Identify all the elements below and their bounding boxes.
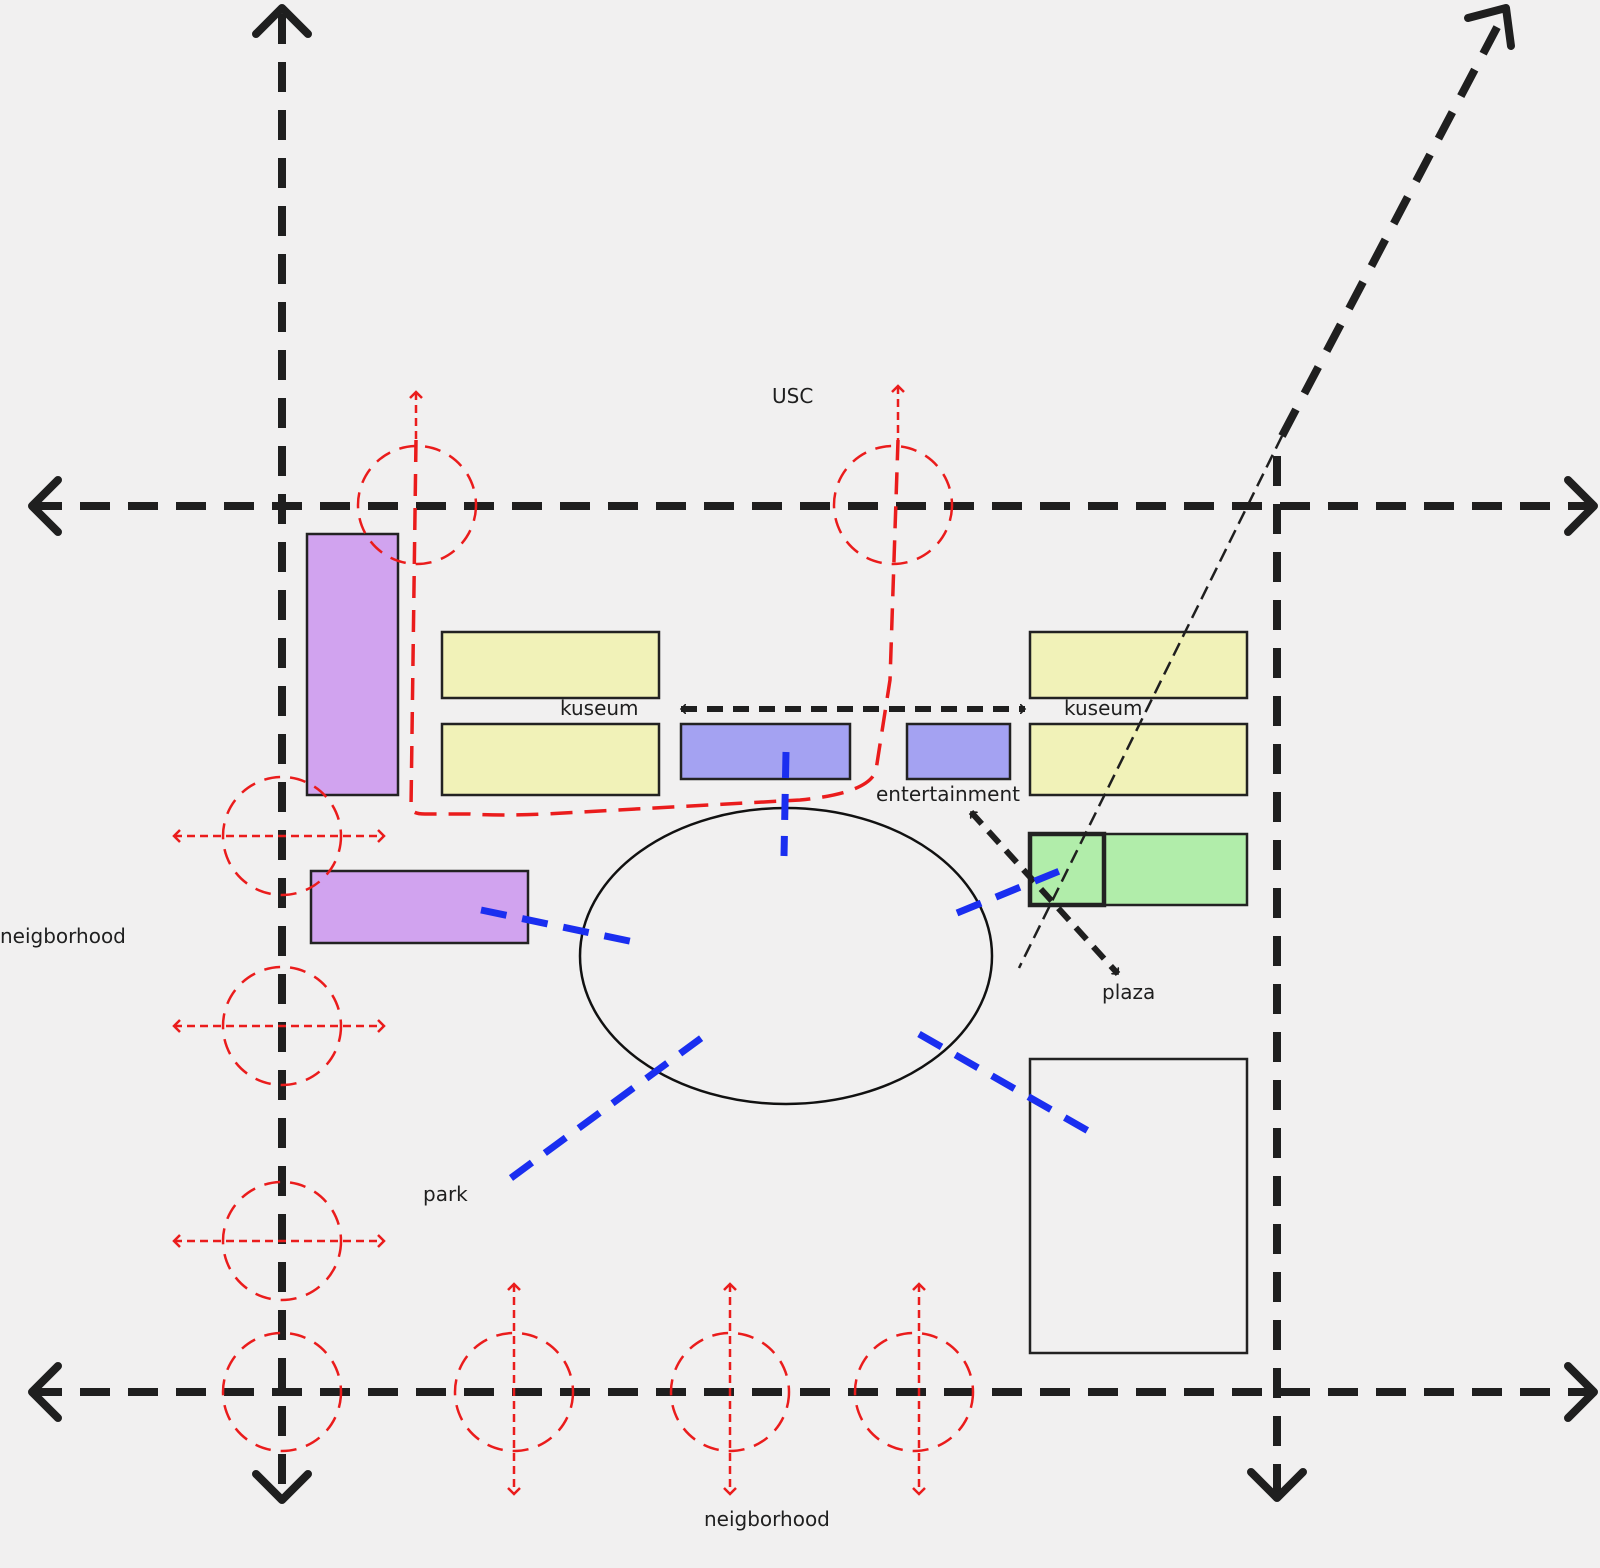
entry-marker-south-3 — [853, 1282, 975, 1496]
entry-marker-west-1 — [172, 775, 386, 897]
entertainment-block-left — [679, 722, 852, 781]
entry-marker-north-left — [356, 390, 478, 566]
labels: USC kuseum kuseum entertainment plaza ne… — [0, 384, 1155, 1531]
kuseum-right-lower-block — [1028, 722, 1249, 797]
label-kuseum-right: kuseum — [1064, 696, 1143, 720]
label-park: park — [423, 1182, 468, 1206]
view-line-southeast — [917, 1030, 1092, 1136]
purple-block-horizontal — [309, 869, 530, 945]
south-axis-arrowhead-left — [28, 1362, 62, 1422]
label-kuseum-left: kuseum — [560, 696, 639, 720]
diagonal-axis-arrowhead — [1464, 4, 1515, 50]
circulation-axes — [28, 4, 1598, 1504]
label-plaza: plaza — [1102, 980, 1155, 1004]
view-lines — [480, 751, 1092, 1181]
entertainment-block-right — [905, 722, 1012, 781]
entry-markers — [172, 384, 975, 1496]
entry-marker-west-3 — [172, 1180, 386, 1302]
kuseum-left-lower-block — [440, 722, 661, 797]
purple-block-vertical — [305, 532, 400, 797]
plaza-block — [1028, 832, 1249, 907]
south-axis-arrowhead-right — [1564, 1362, 1598, 1422]
entry-marker-north-right — [832, 384, 954, 566]
label-neighborhood-left: neigborhood — [0, 924, 126, 948]
view-line-west — [480, 906, 635, 946]
view-line-east — [955, 866, 1064, 917]
kuseum-left-upper-block — [440, 630, 661, 700]
entry-marker-south-2 — [669, 1282, 791, 1496]
west-axis-arrowhead-top — [252, 4, 312, 38]
north-axis-arrowhead-left — [28, 476, 62, 536]
east-axis-arrowhead-bottom — [1247, 1468, 1307, 1502]
entry-marker-southwest-corner — [221, 1331, 343, 1453]
diagonal-axis — [1278, 12, 1508, 438]
building-blocks — [305, 532, 1249, 1355]
label-usc: USC — [772, 384, 813, 408]
entry-marker-west-2 — [172, 965, 386, 1087]
empty-lot-block — [1028, 1057, 1249, 1355]
west-axis-arrowhead-bottom — [252, 1470, 312, 1504]
entry-marker-south-1 — [453, 1282, 575, 1496]
north-axis-arrowhead-right — [1564, 476, 1598, 536]
label-entertainment: entertainment — [876, 782, 1020, 806]
label-neighborhood-bottom: neigborhood — [704, 1507, 830, 1531]
view-line-north — [780, 751, 790, 857]
kuseum-right-upper-block — [1028, 630, 1249, 700]
entertainment-plaza-arrow — [968, 809, 1121, 977]
red-enclosure-path — [409, 439, 900, 817]
